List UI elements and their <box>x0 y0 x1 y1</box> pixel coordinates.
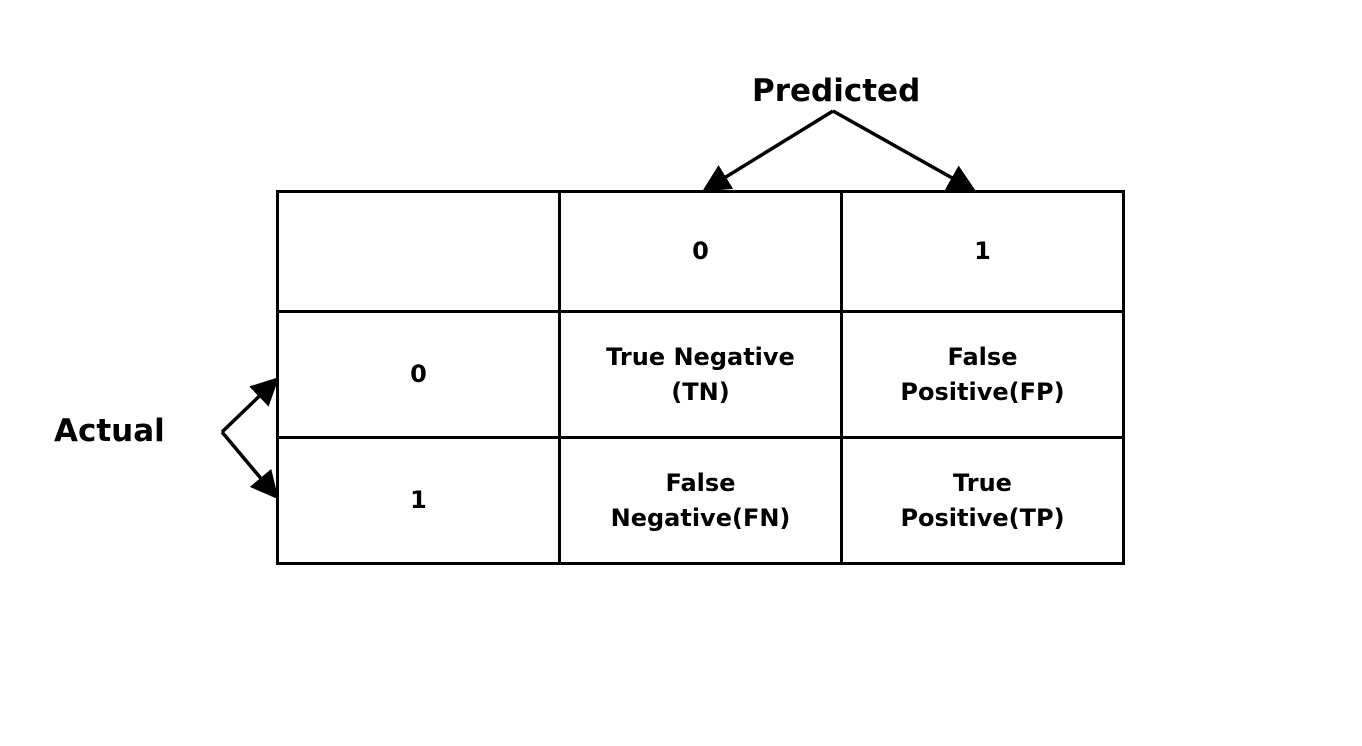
predicted-axis-label: Predicted <box>752 73 921 109</box>
actual-arrow-up <box>220 377 280 434</box>
predicted-1-header-label: 1 <box>974 237 991 266</box>
predicted-0-header-cell: 0 <box>558 190 843 313</box>
false-positive-cell: False Positive(FP) <box>840 310 1125 439</box>
true-negative-text: True Negative (TN) <box>606 342 795 406</box>
actual-0-header-label: 0 <box>410 360 427 389</box>
false-positive-text: False Positive(FP) <box>900 342 1065 406</box>
true-positive-text: True Positive(TP) <box>900 468 1065 532</box>
predicted-arrow-right <box>832 109 977 192</box>
actual-0-row: 0 True Negative (TN) False Positive(FP) <box>276 310 1125 439</box>
false-negative-cell: False Negative(FN) <box>558 436 843 565</box>
true-positive-cell: True Positive(TP) <box>840 436 1125 565</box>
predicted-arrow-left <box>702 109 834 192</box>
predicted-arrows <box>702 109 977 192</box>
actual-axis-label: Actual <box>54 413 165 449</box>
actual-1-header-label: 1 <box>410 486 427 515</box>
actual-0-header-cell: 0 <box>276 310 561 439</box>
corner-cell <box>276 190 561 313</box>
actual-arrow-down <box>220 430 279 500</box>
true-negative-cell: True Negative (TN) <box>558 310 843 439</box>
predicted-1-header-cell: 1 <box>840 190 1125 313</box>
actual-1-row: 1 False Negative(FN) True Positive(TP) <box>276 436 1125 565</box>
predicted-0-header-label: 0 <box>692 237 709 266</box>
matrix-header-row: 0 1 <box>276 190 1125 313</box>
actual-1-header-cell: 1 <box>276 436 561 565</box>
actual-arrows <box>220 377 280 500</box>
false-negative-text: False Negative(FN) <box>610 468 791 532</box>
confusion-matrix-table: 0 1 0 True Negative (TN) False Positive(… <box>276 190 1125 565</box>
